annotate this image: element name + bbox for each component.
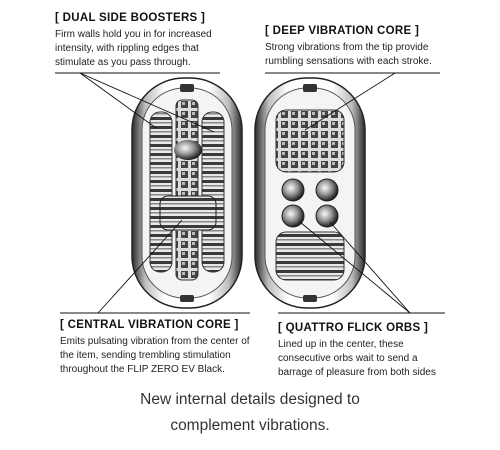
callout-line: throughout the FLIP ZERO EV Black. [60, 364, 225, 375]
callout-line: Strong vibrations from the tip provide [265, 42, 429, 53]
callout-line: Emits pulsating vibration from the cente… [60, 336, 250, 347]
caption: New internal details designed to complem… [0, 387, 500, 439]
callout-body: Lined up in the center, these consecutiv… [278, 338, 478, 380]
callout-title: [ CENTRAL VIBRATION CORE ] [60, 319, 239, 331]
callout-line: stimulate as you pass through. [55, 57, 191, 68]
right-device [254, 77, 366, 309]
callout-line: rumbling sensations with each stroke. [265, 56, 432, 67]
left-device [131, 77, 243, 309]
caption-line-1: New internal details designed to [140, 391, 360, 408]
callout-line: Firm walls hold you in for increased [55, 29, 212, 40]
caption-line-2: complement vibrations. [170, 417, 330, 434]
callout-central-vibration-core: [ CENTRAL VIBRATION CORE ] Emits pulsati… [60, 319, 270, 377]
callout-title: [ DUAL SIDE BOOSTERS ] [55, 12, 206, 24]
callout-line: intensity, with rippling edges that [55, 43, 199, 54]
callout-line: barrage of pleasure from both sides [278, 367, 436, 378]
callout-body: Firm walls hold you in for increased int… [55, 28, 255, 70]
callout-line: consecutive orbs wait to send a [278, 353, 418, 364]
callout-line: Lined up in the center, these [278, 339, 404, 350]
callout-title: [ QUATTRO FLICK ORBS ] [278, 322, 429, 334]
callout-dual-side-boosters: [ DUAL SIDE BOOSTERS ] Firm walls hold y… [55, 12, 255, 70]
callout-body: Strong vibrations from the tip provide r… [265, 41, 465, 69]
callout-deep-vibration-core: [ DEEP VIBRATION CORE ] Strong vibration… [265, 25, 465, 69]
callout-line: the item, sending trembling stimulation [60, 350, 231, 361]
callout-title: [ DEEP VIBRATION CORE ] [265, 25, 420, 37]
leader-lines [55, 72, 445, 314]
callout-quattro-flick-orbs: [ QUATTRO FLICK ORBS ] Lined up in the c… [278, 322, 478, 380]
callout-body: Emits pulsating vibration from the cente… [60, 335, 270, 377]
